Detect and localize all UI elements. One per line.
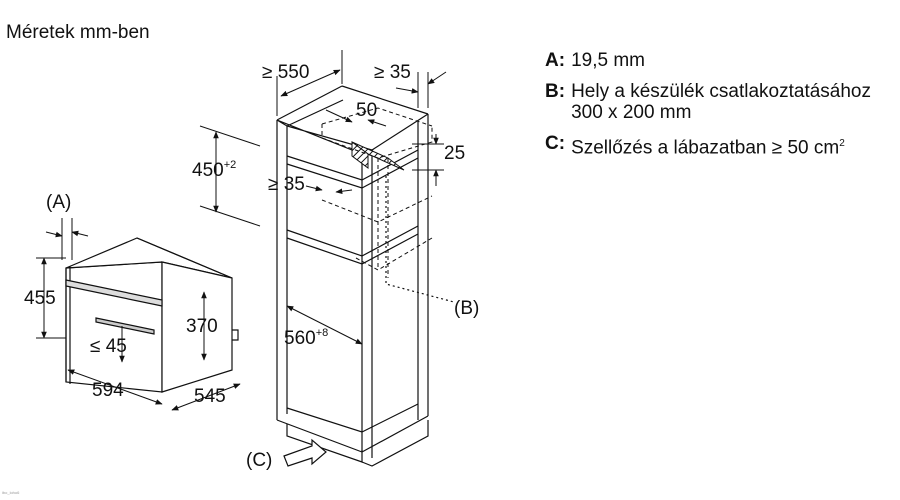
dim-niche-height-tol: +2 <box>224 159 237 171</box>
legend-superscript: 2 <box>839 138 845 149</box>
dim-top-cut: 50 <box>356 100 377 121</box>
legend-text: Szellőzés a lábazatban ≥ 50 cm <box>571 137 840 159</box>
dim-oven-inner: 370 <box>186 316 218 337</box>
niche-outline <box>321 107 433 278</box>
page-title: Méretek mm-ben <box>6 22 150 43</box>
dim-niche-width-value: 560 <box>284 328 316 349</box>
cabinet-drawing <box>276 85 429 467</box>
dim-niche-height: 450+2 <box>192 159 236 181</box>
label-a: (A) <box>46 192 71 213</box>
footnote-code: ibo_loho6 <box>2 490 20 495</box>
dim-niche-width: 560+8 <box>284 327 328 349</box>
dim-oven-height: 455 <box>24 288 56 309</box>
dim-niche-width-tol: +8 <box>316 327 329 339</box>
dim-handle-gap: ≤ 45 <box>90 336 127 357</box>
dim-cabinet-depth: ≥ 550 <box>262 62 309 83</box>
legend-item-b: B: Hely a készülék csatlakoztatásához 30… <box>545 81 895 123</box>
label-b: (B) <box>454 298 479 319</box>
dim-vent-gap: ≥ 35 <box>268 174 305 195</box>
legend-key: A: <box>545 50 566 71</box>
leader-b <box>385 176 455 303</box>
oven-dimensions <box>36 218 241 411</box>
dim-oven-width: 594 <box>92 380 124 401</box>
cabinet-dimensions <box>199 50 447 467</box>
dim-rear-cut: 25 <box>444 143 465 164</box>
dim-oven-depth: 545 <box>194 386 226 407</box>
dim-rear-gap: ≥ 35 <box>374 62 411 83</box>
legend-item-a: A: 19,5 mm <box>545 50 895 71</box>
legend: A: 19,5 mm B: Hely a készülék csatlakozt… <box>545 50 895 168</box>
legend-text: Hely a készülék csatlakoztatásához 300 x… <box>571 81 871 123</box>
legend-key: B: <box>545 81 566 102</box>
oven-drawing <box>65 237 239 393</box>
legend-key: C: <box>545 133 566 154</box>
label-c: (C) <box>246 450 272 471</box>
legend-text: 19,5 mm <box>571 50 645 71</box>
legend-item-c: C: Szellőzés a lábazatban ≥ 50 cm2 <box>545 133 895 158</box>
dim-niche-height-value: 450 <box>192 160 224 181</box>
